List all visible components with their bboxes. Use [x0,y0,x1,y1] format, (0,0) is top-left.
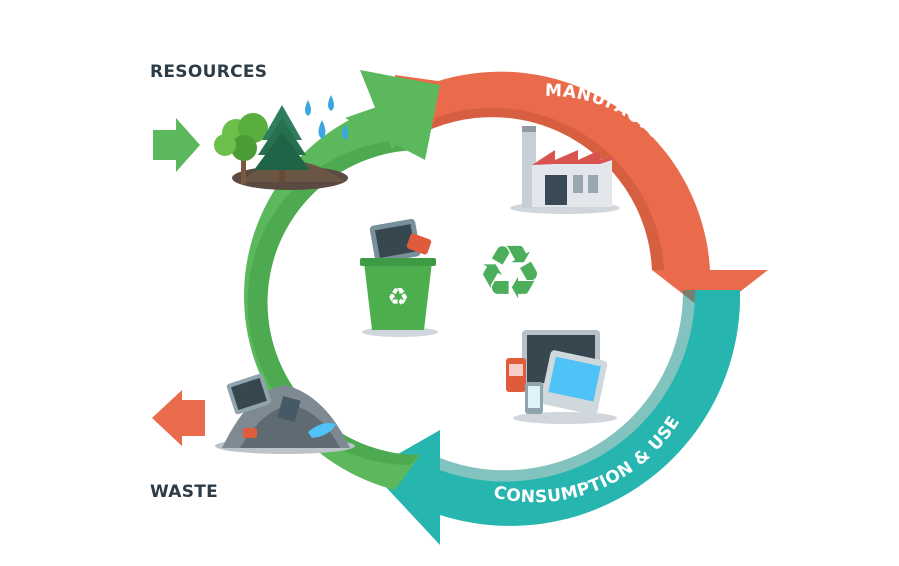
resources-label: RESOURCES [150,62,268,82]
waste-pile-icon [215,373,355,454]
consumption-arrowhead [370,430,440,545]
arrow-left-icon [152,390,205,446]
recycle-icon: ♻ [477,230,543,316]
consumption-arc [370,290,741,545]
devices-icon [506,330,617,424]
svg-text:♻: ♻ [477,230,543,316]
svg-text:♻: ♻ [387,283,409,311]
recycling-label: RECYCLING [286,242,318,360]
trees-and-water-drops-icon [214,95,348,190]
factory-icon [510,126,620,214]
waste-label: WASTE [150,482,219,502]
trash-bin-icon: ♻ [360,218,438,337]
arrow-right-icon [153,118,200,172]
